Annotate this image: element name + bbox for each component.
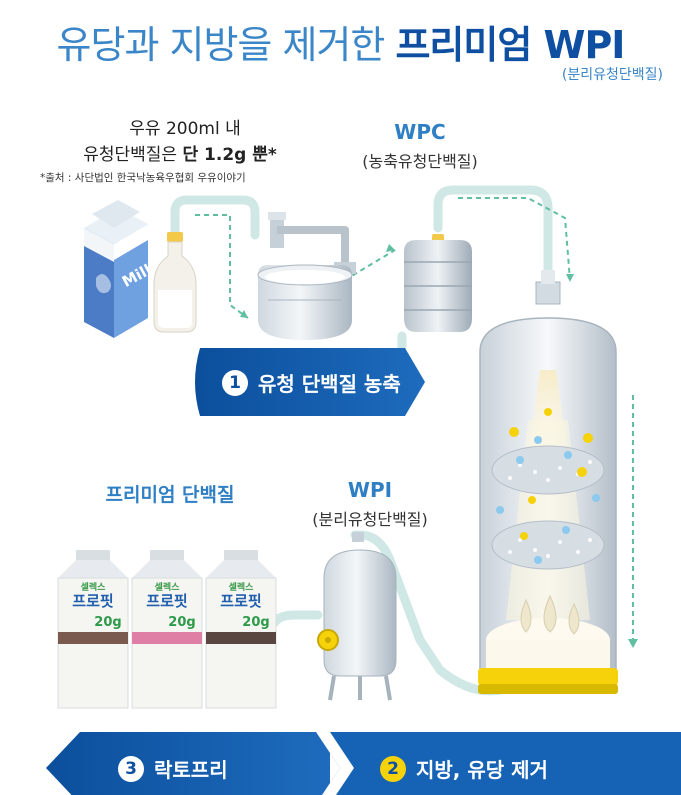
page-title: 유당과 지방을 제거한 프리미엄 WPI	[0, 14, 681, 69]
wpc-label: WPC	[394, 120, 446, 144]
products-heading: 프리미엄 단백질	[105, 484, 235, 506]
flow-arrow-keg-tower	[458, 197, 571, 281]
product-3-brand-small: 셀렉스	[228, 583, 254, 593]
protein-drops	[520, 594, 580, 635]
arrowhead-tower-bottom	[628, 639, 638, 648]
pipe-tower-to-wpi	[350, 530, 505, 696]
product-2-brand: 프로핏	[146, 592, 188, 610]
product-3-badge: 20g	[242, 615, 270, 630]
step3-label: 3 락토프리	[118, 754, 228, 783]
milk-note-source: *출처 : 사단법인 한국낙농육우협회 우유이야기	[40, 172, 246, 184]
product-band-3	[206, 632, 276, 644]
product-3-brand: 프로핏	[220, 592, 262, 610]
step2-label: 2 지방, 유당 제거	[380, 754, 548, 783]
product-carton-1	[57, 550, 129, 709]
product-band-1	[58, 632, 128, 644]
milk-bottle	[153, 232, 197, 333]
bottom-bands	[46, 732, 681, 795]
flow-arrow-vat-keg	[344, 249, 396, 281]
step3-number: 3	[118, 755, 144, 782]
arrowhead-tower-top	[566, 274, 574, 282]
product-carton-1-text: 셀렉스 프로핏 20g	[58, 580, 128, 630]
arrowhead-keg	[386, 244, 395, 252]
pipe-milk-to-vat	[170, 195, 260, 243]
title-emphasis: 프리미엄 WPI	[395, 23, 625, 67]
wpi-label: WPI	[347, 478, 393, 502]
step2-text: 지방, 유당 제거	[416, 758, 548, 782]
flow-arrow-milk	[195, 214, 249, 319]
step1-band	[195, 348, 425, 416]
pipe-keg-to-tower	[433, 185, 553, 287]
milk-note-line2-pre: 유청단백질은	[83, 145, 178, 165]
product-band-2	[132, 632, 202, 644]
milk-note-line2: 유청단백질은 단 1.2g 뿐*	[30, 140, 330, 165]
product-carton-3-text: 셀렉스 프로핏 20g	[206, 580, 276, 630]
title-main: 유당과 지방을 제거한	[56, 23, 386, 67]
title-subtitle: (분리유청단백질)	[561, 67, 663, 83]
lactose-particles	[496, 436, 600, 564]
product-carton-2-text: 셀렉스 프로핏 20g	[132, 580, 202, 630]
step2-number: 2	[380, 755, 406, 782]
product-1-brand: 프로핏	[72, 592, 114, 610]
wpc-desc: (농축유청단백질)	[362, 152, 478, 171]
wpc-keg	[404, 234, 472, 332]
arrowhead-vat	[240, 310, 248, 318]
fat-particles	[509, 408, 593, 540]
product-1-brand-small: 셀렉스	[80, 583, 106, 593]
filtration-tower	[478, 270, 618, 694]
step1-text: 유청 단백질 농축	[258, 372, 401, 396]
step3-text: 락토프리	[154, 758, 228, 782]
mixing-vat	[257, 212, 356, 340]
product-cartons	[57, 550, 277, 709]
wpi-tank	[317, 532, 397, 701]
milk-note-line1: 우유 200ml 내	[129, 119, 241, 139]
step1-label: 1 유청 단백질 농축	[222, 368, 401, 397]
flow-arrows	[195, 197, 634, 640]
product-carton-3	[205, 550, 277, 709]
milk-carton	[84, 200, 148, 338]
product-1-badge: 20g	[94, 615, 122, 630]
product-2-brand-small: 셀렉스	[154, 583, 180, 593]
step1-number: 1	[222, 369, 248, 396]
wpi-desc: (분리유청단백질)	[312, 510, 428, 529]
product-2-badge: 20g	[168, 615, 196, 630]
filter-holes	[508, 460, 592, 558]
milk-note-line2-emph: 단 1.2g 뿐*	[182, 145, 277, 165]
flow-arrowheads	[240, 244, 638, 648]
product-carton-2	[131, 550, 203, 709]
